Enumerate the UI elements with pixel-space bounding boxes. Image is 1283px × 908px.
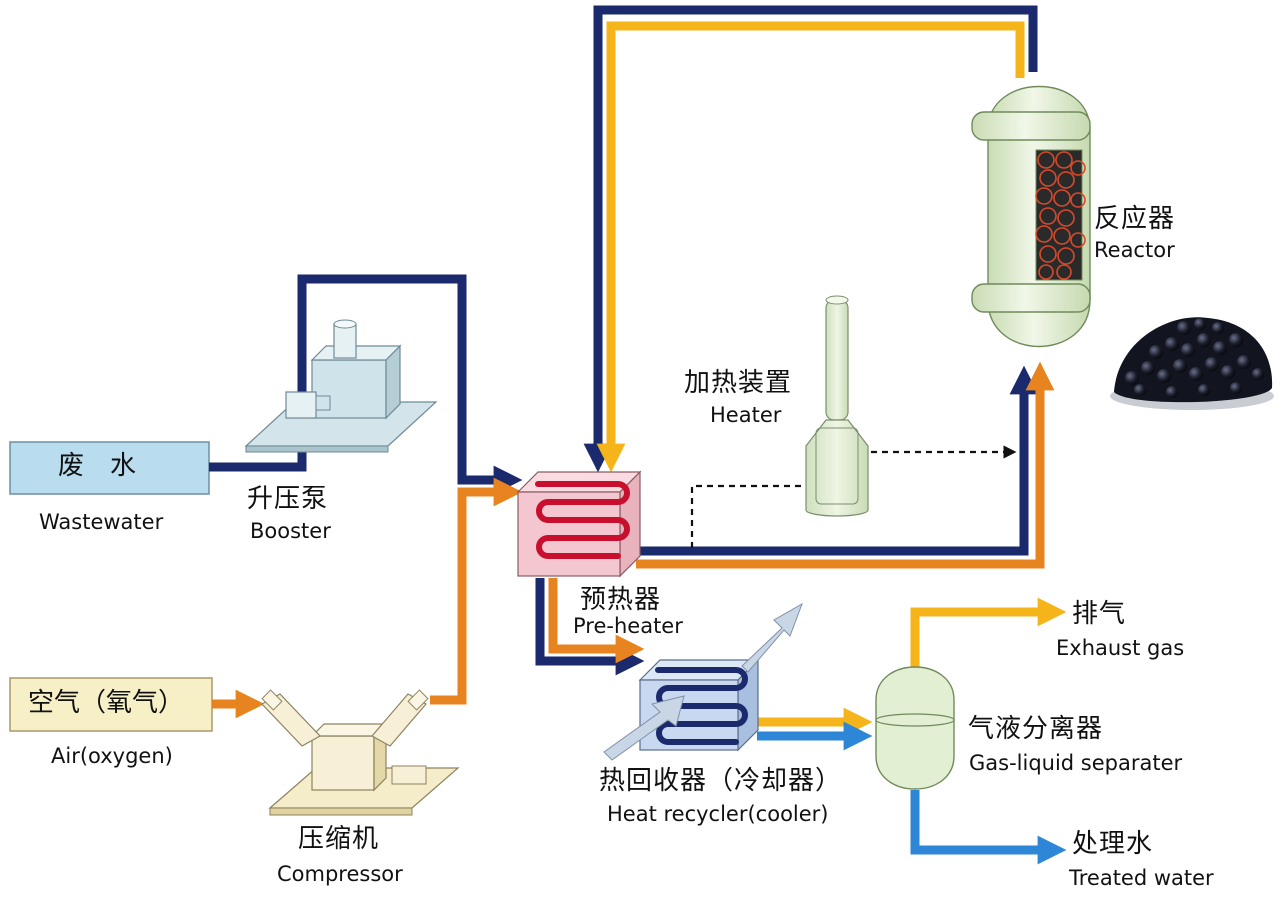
preheater-to-cooler-navy [535,578,645,676]
wastewater-box [9,441,210,495]
treated-water-label-en: Treated water [1069,866,1214,890]
catalyst-pellets-icon [1110,317,1274,410]
separator-label-zh: 气液分离器 [968,714,1104,744]
reactor-icon [971,85,1091,348]
preheater-icon [516,470,642,578]
heater-label-en: Heater [710,403,782,427]
booster-label-en: Booster [250,519,331,543]
exhaust-label-zh: 排气 [1072,599,1127,629]
preheater-to-reactor-orange [636,361,1055,569]
compressor-icon [261,689,460,816]
preheater-to-cooler-orange [548,578,645,664]
air-label-zh: 空气（氧气） [28,688,185,718]
heater-label-zh: 加热装置 [684,368,793,398]
compressor-label-en: Compressor [277,862,403,886]
cooler-label-zh: 热回收器（冷却器） [599,766,843,796]
air-box [9,677,213,732]
preheater-label-en: Pre-heater [573,614,683,638]
reactor-outlet-yellow [596,21,1025,473]
exhaust-label-en: Exhaust gas [1056,636,1185,660]
reactor-label-zh: 反应器 [1094,204,1176,234]
preheater-to-reactor-navy [636,365,1039,556]
reactor-label-en: Reactor [1094,238,1175,262]
preheater-label-zh: 预热器 [580,585,662,615]
booster-pump-icon [244,319,438,453]
exhaust-line [910,597,1067,668]
heater-icon [805,295,869,517]
separator-label-en: Gas-liquid separater [969,751,1183,775]
air-label-en: Air(oxygen) [51,744,173,768]
cooler-icon [603,602,803,761]
treated-water-line [910,790,1067,865]
treated-water-label-zh: 处理水 [1072,829,1154,859]
wastewater-label-zh: 废 水 [58,451,137,481]
wastewater-label-en: Wastewater [39,510,164,534]
compressor-label-zh: 压缩机 [298,824,380,854]
booster-label-zh: 升压泵 [247,484,329,514]
cooler-label-en: Heat recycler(cooler) [607,802,829,826]
compressor-outlet-line [430,477,523,705]
booster-outlet-line [297,274,523,495]
separator-icon [875,666,955,790]
reactor-outlet-navy [583,5,1038,473]
